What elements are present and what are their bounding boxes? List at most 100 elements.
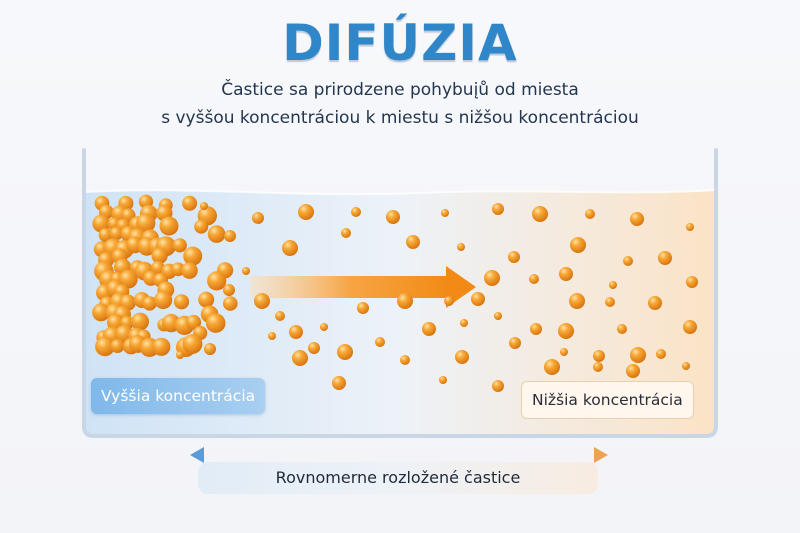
particle-free bbox=[298, 204, 314, 220]
particle-free bbox=[686, 276, 698, 288]
particle-cluster bbox=[194, 219, 209, 234]
double-arrow-left-head bbox=[190, 447, 204, 463]
particle-free bbox=[648, 296, 662, 310]
particle-free bbox=[337, 344, 353, 360]
particle-free bbox=[686, 223, 694, 231]
particle-cluster bbox=[131, 312, 149, 331]
particle-free bbox=[386, 210, 400, 224]
particle-free bbox=[626, 364, 640, 378]
particle-free bbox=[558, 323, 574, 339]
particle-free bbox=[282, 240, 298, 256]
particle-free bbox=[406, 235, 420, 249]
particle-cluster bbox=[207, 271, 227, 291]
particle-free bbox=[289, 325, 303, 339]
particle-cluster bbox=[151, 247, 168, 264]
page-title: DIFÚZIA bbox=[282, 14, 518, 72]
particle-free bbox=[683, 320, 697, 334]
particle-free bbox=[658, 251, 672, 265]
particle-free bbox=[341, 228, 351, 238]
particle-cluster bbox=[182, 334, 203, 354]
particle-cluster bbox=[172, 238, 187, 253]
particle-free bbox=[439, 376, 447, 384]
particle-free bbox=[375, 337, 385, 347]
particle-cluster bbox=[159, 216, 179, 236]
particle-cluster bbox=[152, 337, 171, 356]
particle-free bbox=[308, 342, 320, 354]
particle-free bbox=[224, 230, 236, 242]
particle-free bbox=[605, 297, 615, 307]
particle-cluster bbox=[109, 226, 124, 241]
particle-free bbox=[176, 351, 184, 359]
particle-cluster bbox=[182, 195, 198, 211]
particle-cluster bbox=[110, 339, 125, 353]
beaker-walls bbox=[82, 148, 718, 438]
particle-cluster bbox=[95, 336, 115, 357]
particle-free bbox=[570, 237, 586, 253]
particle-free bbox=[484, 270, 500, 286]
particle-free bbox=[508, 251, 520, 263]
particle-free bbox=[457, 243, 465, 251]
particle-free bbox=[422, 322, 436, 336]
particle-free bbox=[223, 284, 235, 296]
double-arrow bbox=[190, 447, 608, 463]
particle-free bbox=[494, 312, 502, 320]
particle-free bbox=[509, 337, 521, 349]
particle-free bbox=[617, 324, 627, 334]
caption-label: Rovnomerne rozložené častice bbox=[198, 462, 598, 494]
liquid-body bbox=[84, 190, 716, 436]
particle-free bbox=[397, 293, 413, 309]
particle-free bbox=[529, 274, 539, 284]
particle-cluster bbox=[173, 294, 190, 310]
particle-free bbox=[593, 362, 603, 372]
particle-cluster bbox=[207, 225, 226, 243]
particle-free bbox=[268, 332, 276, 340]
particle-free bbox=[560, 348, 568, 356]
particle-free bbox=[400, 355, 410, 365]
particle-free bbox=[682, 362, 690, 370]
particle-free bbox=[630, 347, 646, 363]
particle-free bbox=[357, 302, 369, 314]
particle-free bbox=[275, 311, 285, 321]
particle-cluster bbox=[136, 213, 156, 233]
particle-free bbox=[492, 380, 504, 392]
particle-free bbox=[200, 202, 208, 210]
subtitle-line-1: Častice sa prirodzene pohybuįů od miesta bbox=[221, 80, 579, 100]
particle-cluster bbox=[186, 314, 202, 330]
particle-free bbox=[460, 319, 468, 327]
particle-free bbox=[532, 206, 548, 222]
particle-free bbox=[252, 212, 264, 224]
particle-free bbox=[204, 343, 216, 355]
particle-cluster bbox=[181, 262, 198, 279]
particle-free bbox=[593, 350, 605, 362]
arrow-head bbox=[446, 266, 476, 308]
particle-cluster bbox=[142, 296, 157, 311]
particle-free bbox=[242, 267, 250, 275]
particle-free bbox=[559, 267, 573, 281]
particle-free bbox=[254, 293, 270, 309]
particle-free bbox=[544, 359, 560, 375]
particle-cluster bbox=[223, 296, 238, 311]
particle-cluster bbox=[92, 303, 110, 322]
particle-free bbox=[455, 350, 469, 364]
particle-free bbox=[569, 293, 585, 309]
particle-free bbox=[623, 256, 633, 266]
particle-free bbox=[630, 212, 644, 226]
particle-free bbox=[585, 209, 595, 219]
diffusion-arrow bbox=[250, 266, 476, 308]
particle-free bbox=[492, 203, 504, 215]
particle-cluster bbox=[183, 246, 203, 266]
particle-cluster bbox=[205, 313, 226, 333]
low-concentration-label: Nižšia koncentrácia bbox=[521, 381, 694, 419]
particle-free bbox=[320, 323, 328, 331]
particle-cluster bbox=[118, 269, 138, 289]
particle-cluster bbox=[154, 290, 173, 310]
beaker-container bbox=[82, 148, 718, 438]
liquid-surface bbox=[83, 189, 717, 196]
particle-free bbox=[351, 207, 361, 217]
particle-free bbox=[609, 281, 617, 289]
subtitle-line-2: s vyššou koncentráciou k miestu s nižšou… bbox=[161, 108, 639, 128]
particle-free bbox=[332, 376, 346, 390]
particle-free bbox=[530, 323, 542, 335]
particle-free bbox=[441, 209, 449, 217]
